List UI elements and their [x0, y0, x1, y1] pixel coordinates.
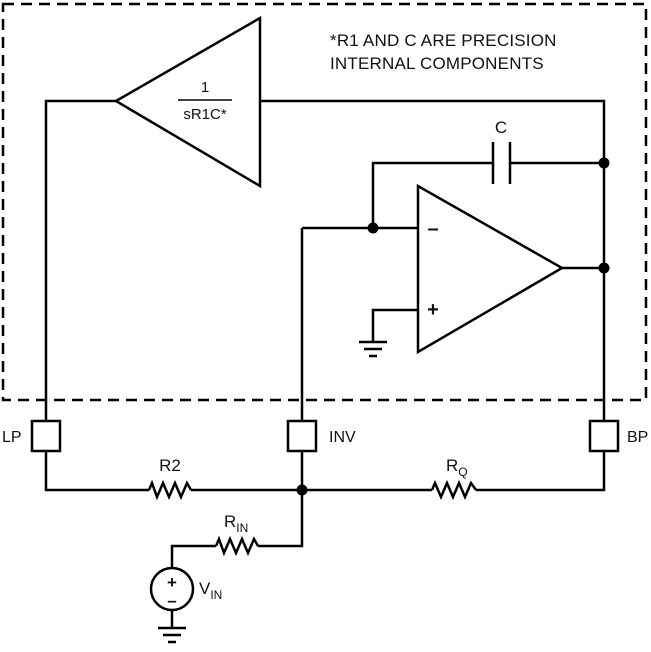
pin-lp-label: LP [2, 429, 22, 446]
source-label: VIN [199, 579, 222, 602]
note-line-2: INTERNAL COMPONENTS [330, 54, 544, 73]
note-line-1: *R1 AND C ARE PRECISION [330, 31, 557, 50]
resistor-rin-label: RIN [224, 512, 248, 535]
opamp-inverting-symbol: – [427, 218, 438, 240]
integrator-block: 1 sR1C* [113, 15, 262, 189]
junction-inv [367, 222, 379, 234]
junction-output [598, 262, 610, 274]
opamp-noninverting-symbol: + [427, 299, 439, 321]
wires [44, 99, 606, 628]
rq-to-bp-wire [476, 451, 606, 492]
resistor-rq [430, 479, 478, 501]
integrator-numerator: 1 [201, 79, 209, 96]
internal-boundary [1, 2, 648, 402]
resistor-r2-label: R2 [159, 456, 181, 475]
opamp: – + [416, 183, 565, 355]
source-ground-icon [158, 626, 186, 644]
pin-lp [30, 419, 62, 453]
voltage-source: + – [149, 566, 195, 612]
pin-inv-label: INV [329, 429, 356, 446]
bp-wire [260, 99, 606, 421]
opamp-ground-icon [359, 340, 387, 358]
pin-inv [286, 419, 318, 453]
junction-cap-right [598, 157, 610, 169]
rin-to-source-wire [170, 544, 216, 568]
resistor-r2 [147, 479, 193, 501]
integrator-denominator: sR1C* [183, 106, 227, 123]
source-plus-symbol: + [167, 573, 177, 592]
junction-sum-node [296, 484, 308, 496]
lp-bottom-wire [44, 451, 149, 492]
source-minus-symbol: – [167, 591, 176, 610]
cap-left-wire [371, 161, 493, 228]
pin-bp-label: BP [627, 429, 648, 446]
lp-wire [44, 99, 116, 421]
node-to-rin-wire [258, 490, 304, 548]
noninv-wire [371, 308, 418, 342]
resistor-rin [214, 535, 260, 557]
pin-bp [588, 419, 620, 453]
capacitor-label: C [495, 118, 507, 137]
capacitor [491, 142, 512, 184]
junction-dots [296, 157, 610, 496]
resistor-rq-label: RQ [446, 456, 468, 479]
